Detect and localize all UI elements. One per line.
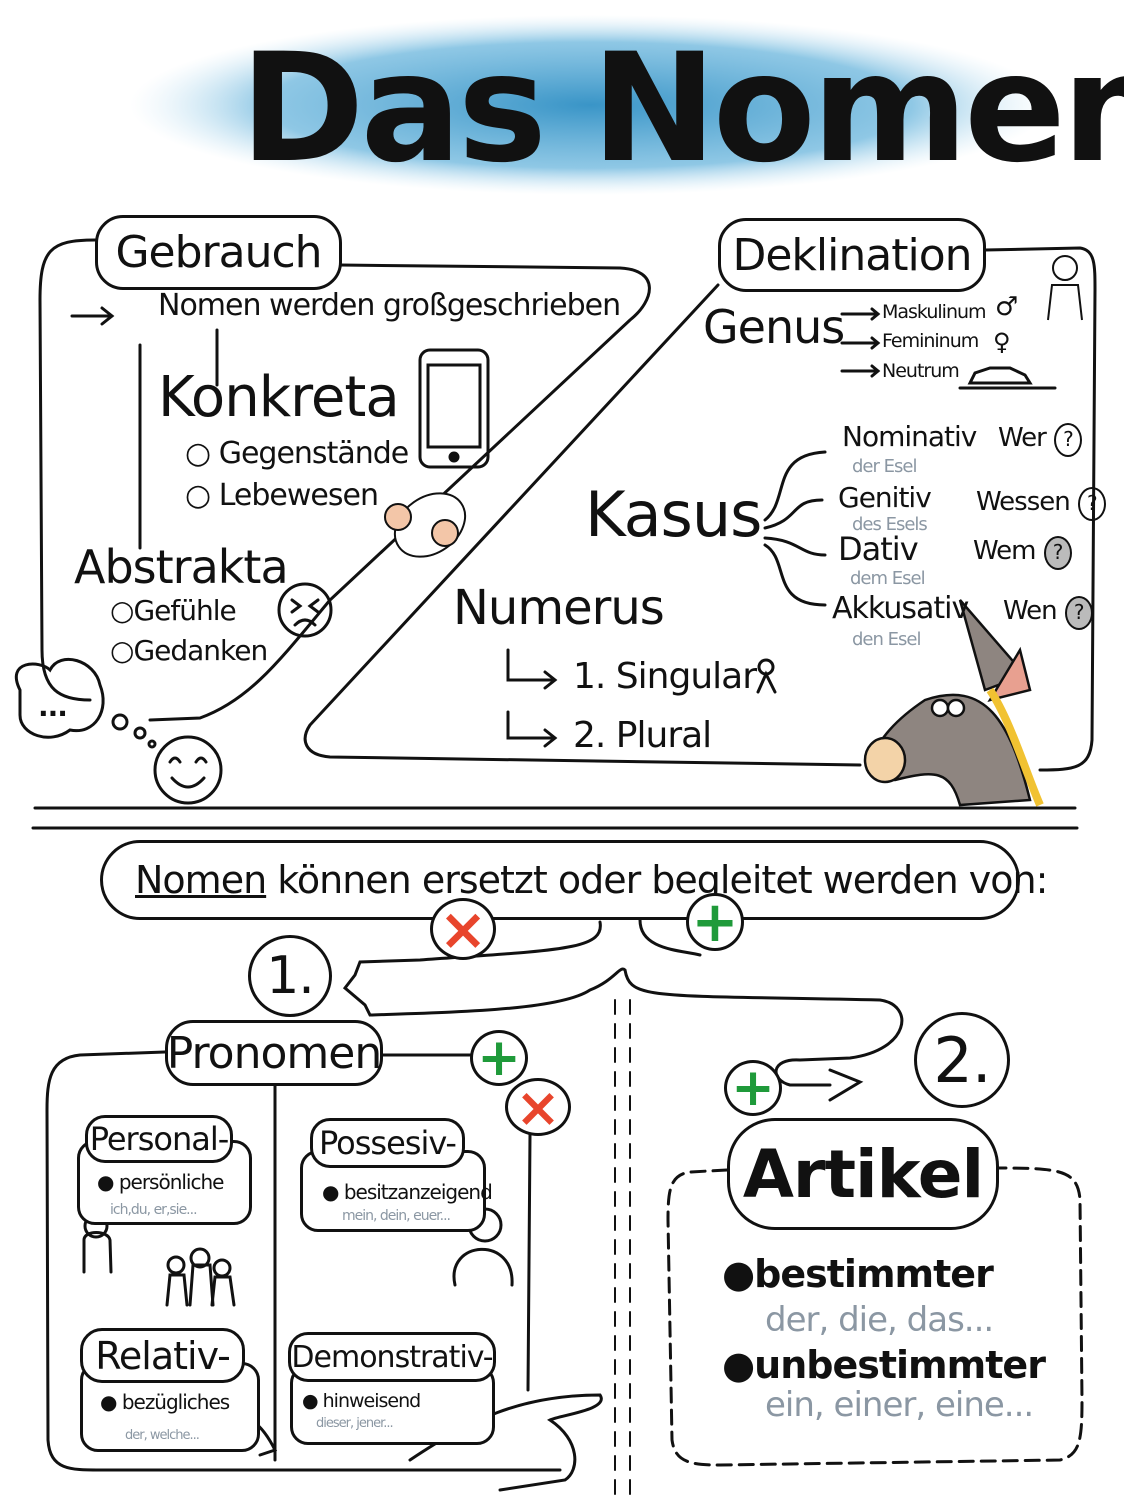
- case-question-text: Wem: [973, 536, 1037, 566]
- abstrakta-item: ○Gefühle: [110, 594, 237, 627]
- gebrauch-label: Gebrauch: [95, 215, 342, 290]
- question-mark-icon: ?: [1053, 423, 1082, 457]
- abstrakta-item-text: Gedanken: [133, 634, 268, 667]
- number-one-badge: 1.: [248, 935, 332, 1017]
- mouse-drawing: [384, 492, 467, 558]
- case-name: Akkusativ: [832, 591, 969, 626]
- heading-rest: können ersetzt oder begleitet werden von…: [266, 858, 1048, 902]
- number-two-badge: 2.: [914, 1012, 1010, 1108]
- personal-examples: ich,du, er,sie...: [110, 1202, 198, 1218]
- artikel-label: Artikel: [727, 1118, 999, 1230]
- blue-brush-stroke: [130, 15, 1050, 195]
- possesiv-desc: ● besitzanzeigend: [322, 1180, 493, 1204]
- page-title: Das Nomen: [240, 22, 1124, 196]
- artikel-item-text: bestimmter: [754, 1252, 994, 1296]
- plus-icon: +: [686, 890, 744, 955]
- abstrakta-item-text: Gefühle: [133, 594, 236, 627]
- demonstrativ-examples: dieser, jener...: [316, 1416, 394, 1431]
- case-name: Genitiv: [838, 481, 932, 514]
- demonstrativ-desc-text: hinweisend: [322, 1390, 422, 1412]
- smiley-face: [153, 735, 223, 805]
- artikel-examples: ein, einer, eine...: [765, 1385, 1034, 1425]
- demonstrativ-label: Demonstrativ-: [288, 1332, 496, 1382]
- replace-heading: Nomen können ersetzt oder begleitet werd…: [100, 840, 1048, 920]
- relativ-desc: ● bezügliches: [100, 1390, 230, 1414]
- question-mark-icon: ?: [1077, 487, 1106, 521]
- possesiv-examples: mein, dein, euer...: [342, 1208, 451, 1224]
- kasus-label: Kasus: [585, 478, 762, 551]
- abstrakta-label: Abstrakta: [74, 540, 289, 594]
- konkreta-item-text: Gegenstände: [218, 436, 410, 471]
- phone-drawing: [418, 348, 490, 469]
- genus-item: Femininum: [882, 330, 979, 352]
- personal-label: Personal-: [85, 1115, 233, 1163]
- case-question-text: Wessen: [976, 487, 1071, 517]
- genus-item: Neutrum: [882, 360, 960, 382]
- konkreta-item: ○ Lebewesen: [185, 478, 379, 513]
- case-question-text: Wen: [1003, 596, 1058, 626]
- sad-face: [277, 582, 333, 638]
- case-question: Wem?: [973, 536, 1072, 570]
- konkreta-item: ○ Gegenstände: [185, 436, 410, 471]
- thought-bubble: [14, 657, 105, 739]
- question-mark-icon: ?: [1043, 536, 1072, 570]
- konkreta-item-text: Lebewesen: [218, 478, 379, 513]
- deklination-label: Deklination: [718, 218, 986, 292]
- female-symbol-icon: ♀: [993, 328, 1011, 356]
- numerus-label: Numerus: [453, 580, 665, 636]
- heading-nomen: Nomen: [135, 858, 267, 902]
- male-symbol-icon: ♂: [995, 292, 1019, 322]
- personal-desc-text: persönliche: [118, 1170, 225, 1194]
- case-question: Wer?: [998, 423, 1082, 457]
- demonstrativ-desc: ● hinweisend: [302, 1390, 422, 1412]
- relativ-desc-text: bezügliches: [121, 1390, 230, 1414]
- case-name: Dativ: [838, 530, 919, 568]
- cross-icon: ×: [430, 895, 496, 963]
- genus-label: Genus: [703, 300, 845, 354]
- personal-desc: ● persönliche: [97, 1170, 225, 1194]
- konkreta-label: Konkreta: [158, 365, 400, 430]
- case-name: Nominativ: [842, 420, 977, 453]
- artikel-examples: der, die, das...: [765, 1300, 994, 1340]
- pronomen-label: Pronomen: [165, 1020, 383, 1086]
- car-drawing: [967, 366, 1033, 385]
- genus-item: Maskulinum: [882, 301, 987, 323]
- capitalization-rule: Nomen werden großgeschrieben: [158, 288, 621, 323]
- relativ-examples: der, welche...: [125, 1428, 200, 1443]
- case-example: dem Esel: [850, 568, 926, 589]
- artikel-item-text: unbestimmter: [754, 1343, 1046, 1387]
- plus-icon: +: [470, 1028, 528, 1088]
- numerus-item: 2. Plural: [573, 715, 712, 756]
- abstrakta-item: ○Gedanken: [110, 634, 268, 667]
- donkey-drawing: [863, 599, 1044, 807]
- numerus-item: 1. Singular: [573, 656, 757, 697]
- possesiv-desc-text: besitzanzeigend: [343, 1180, 493, 1204]
- artikel-item: ●unbestimmter: [722, 1343, 1046, 1387]
- cross-icon: ×: [505, 1076, 571, 1139]
- question-mark-icon: ?: [1064, 596, 1093, 630]
- case-question: Wessen?: [976, 487, 1106, 521]
- thought-bubble-dots: ...: [38, 690, 68, 723]
- case-example: den Esel: [852, 629, 921, 650]
- relativ-label: Relativ-: [80, 1328, 245, 1383]
- man-drawing: [1047, 255, 1083, 321]
- possesiv-label: Possesiv-: [310, 1118, 465, 1168]
- artikel-item: ●bestimmter: [722, 1252, 994, 1296]
- plus-icon: +: [724, 1058, 782, 1118]
- case-question: Wen?: [1003, 596, 1093, 630]
- case-question-text: Wer: [998, 423, 1047, 453]
- case-example: der Esel: [852, 456, 917, 477]
- case-example: des Esels: [852, 514, 928, 535]
